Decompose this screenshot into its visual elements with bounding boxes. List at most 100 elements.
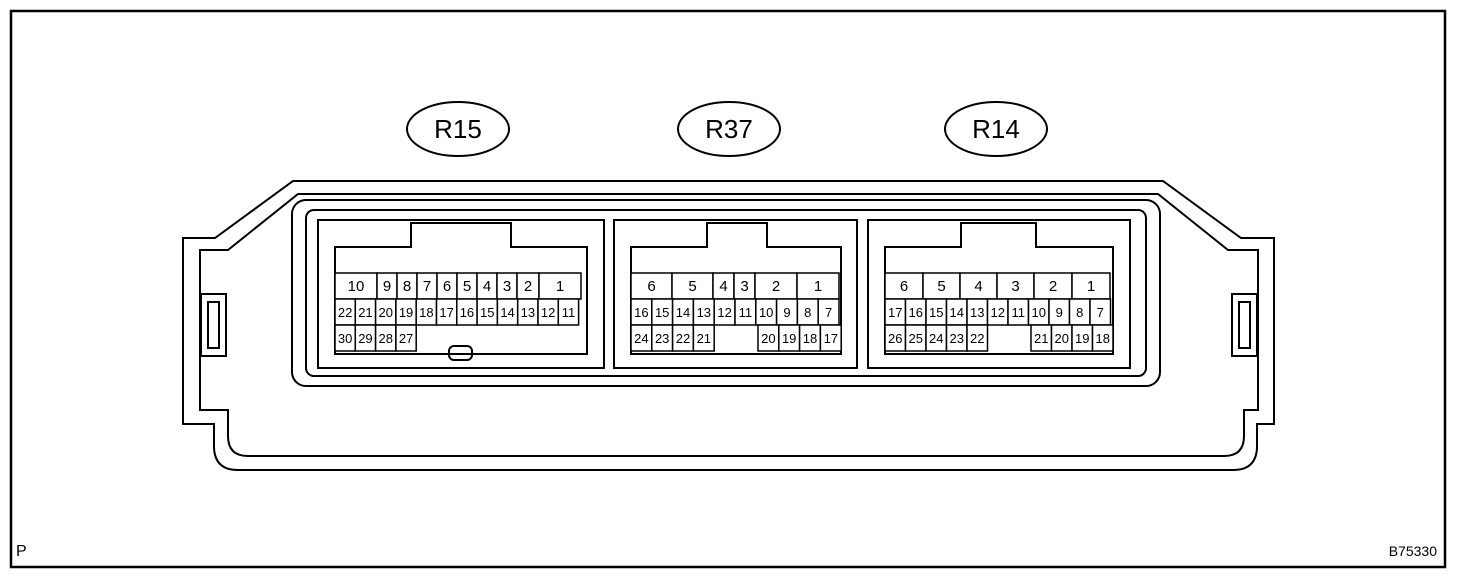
pin-number: 24: [929, 331, 943, 346]
pin-cell: 12: [537, 298, 560, 326]
pin-number: 11: [562, 305, 576, 320]
pin-box: [966, 324, 989, 352]
pin-cell: 8: [396, 272, 418, 300]
pin-number: 3: [503, 278, 511, 295]
pin-box: [754, 272, 798, 300]
pin-cell: 15: [476, 298, 499, 326]
pin-number: 18: [1096, 331, 1110, 346]
connector-body: [613, 219, 858, 369]
pin-number: 8: [804, 305, 811, 320]
pin-cell: 23: [651, 324, 674, 352]
pin-number: 13: [970, 305, 984, 320]
pin-cell: 13: [966, 298, 989, 326]
pin-cell: 10: [755, 298, 778, 326]
pin-cell: 24: [630, 324, 653, 352]
pin-cell: 7: [817, 298, 840, 326]
pin-box: [692, 324, 715, 352]
pin-number: 9: [783, 305, 790, 320]
pin-box: [557, 298, 580, 326]
ecu-housing: [182, 180, 1275, 471]
pin-number: 21: [358, 305, 372, 320]
pin-box: [819, 324, 842, 352]
pin-number: 2: [772, 278, 780, 295]
pin-number: 15: [929, 305, 943, 320]
pin-cell: 3: [996, 272, 1035, 300]
pin-number: 10: [1032, 305, 1046, 320]
pin-cell: 18: [798, 324, 822, 352]
pin-cell: 1: [1071, 272, 1111, 300]
pin-box: [959, 272, 998, 300]
pin-box: [538, 272, 582, 300]
pin-number: 3: [740, 278, 748, 295]
pin-number: 18: [803, 331, 817, 346]
pin-cell: 11: [1007, 298, 1030, 326]
pin-number: 24: [634, 331, 648, 346]
pin-cell: 25: [904, 324, 927, 352]
pin-cell: 12: [986, 298, 1009, 326]
pin-number: 6: [443, 278, 451, 295]
connector-code: R37: [705, 114, 753, 144]
pin-cell: 26: [884, 324, 907, 352]
pin-number: 23: [950, 331, 964, 346]
pin-number: 16: [634, 305, 648, 320]
pin-cell: 3: [733, 272, 756, 300]
pin-number: 25: [909, 331, 923, 346]
pin-cell: 6: [884, 272, 924, 300]
pin-cell: 21: [354, 298, 377, 326]
pin-cell: 20: [757, 324, 780, 352]
pin-number: 5: [463, 278, 471, 295]
pin-number: 6: [647, 278, 655, 295]
pin-number: 9: [383, 278, 391, 295]
pin-cell: 13: [516, 298, 539, 326]
pin-cell: 4: [712, 272, 735, 300]
pin-box: [922, 272, 961, 300]
pin-number: 22: [338, 305, 352, 320]
pin-number: 2: [1049, 278, 1057, 295]
pin-cell: 2: [754, 272, 798, 300]
pin-cell: 3: [496, 272, 518, 300]
pin-number: 28: [379, 331, 393, 346]
pin-cell: 20: [1050, 324, 1073, 352]
pin-cell: 4: [959, 272, 998, 300]
pin-cell: 14: [671, 298, 695, 326]
pin-number: 20: [1055, 331, 1069, 346]
pin-number: 16: [909, 305, 923, 320]
pin-box: [395, 324, 417, 352]
pin-cell: 21: [692, 324, 715, 352]
pin-number: 1: [1087, 278, 1095, 295]
pin-number: 20: [761, 331, 775, 346]
pin-number: 11: [1012, 305, 1026, 320]
pin-number: 12: [541, 305, 555, 320]
pin-cell: 29: [354, 324, 377, 352]
pin-number: 14: [676, 305, 690, 320]
pin-cell: 6: [436, 272, 458, 300]
pin-cell: 27: [395, 324, 417, 352]
pin-cell: 22: [966, 324, 989, 352]
label-oval: [406, 101, 510, 157]
pin-number: 13: [521, 305, 535, 320]
pin-cell: 7: [1089, 298, 1112, 326]
pin-number: 26: [888, 331, 902, 346]
pin-cell: 11: [734, 298, 757, 326]
pin-cell: 18: [415, 298, 438, 326]
pin-cell: 10: [1027, 298, 1050, 326]
pin-cell: 15: [651, 298, 674, 326]
pin-cell: 12: [713, 298, 736, 326]
corner-label-left: P: [16, 543, 27, 560]
pin-number: 21: [697, 331, 711, 346]
pin-number: 12: [717, 305, 731, 320]
pin-number: 14: [950, 305, 964, 320]
pin-number: 4: [483, 278, 491, 295]
pin-number: 4: [974, 278, 982, 295]
pin-cell: 15: [925, 298, 948, 326]
pin-cell: 19: [395, 298, 417, 326]
label-oval: [944, 101, 1048, 157]
pin-cell: 19: [778, 324, 801, 352]
pin-box: [1091, 324, 1114, 352]
pin-number: 10: [348, 278, 365, 295]
pin-cell: 22: [334, 298, 357, 326]
pin-number: 22: [970, 331, 984, 346]
